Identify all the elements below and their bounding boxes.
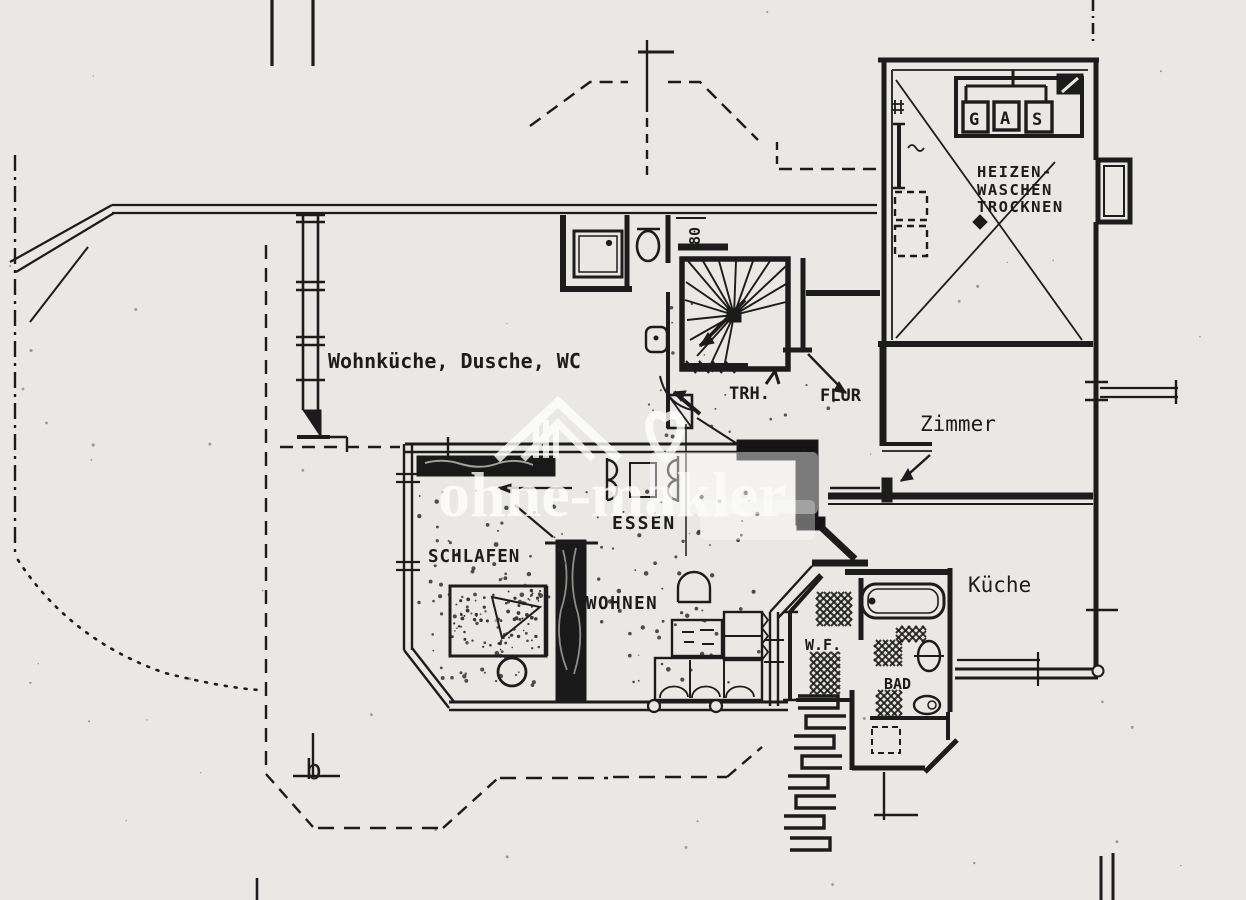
center-mark bbox=[972, 214, 988, 230]
furniture bbox=[448, 456, 770, 702]
armchair bbox=[676, 570, 712, 604]
boundary-lines bbox=[13, 0, 1115, 900]
gas-letter-s: S bbox=[1032, 110, 1042, 130]
room-label-kueche: Küche bbox=[968, 573, 1031, 597]
bathtub bbox=[860, 582, 946, 620]
watermark-house-icon bbox=[493, 395, 623, 463]
toilet-upper bbox=[635, 229, 661, 263]
room-label-wf: W.F. bbox=[805, 636, 841, 654]
room-label-zimmer: Zimmer bbox=[920, 412, 996, 436]
watermark: ohne-makler bbox=[438, 395, 818, 540]
toilet-bad bbox=[912, 694, 942, 716]
sink-upper bbox=[644, 325, 669, 354]
sofa bbox=[653, 610, 770, 702]
dining-set bbox=[605, 456, 680, 502]
exterior-door-box bbox=[1095, 157, 1133, 225]
gas-meter bbox=[954, 70, 1084, 138]
stairwell bbox=[659, 256, 791, 416]
kueche-walls bbox=[947, 568, 1105, 712]
door-arrow bbox=[900, 467, 914, 482]
gas-letter-g: G bbox=[969, 110, 979, 130]
kitchen-counter bbox=[957, 652, 1040, 686]
room-labels: Wohnküche, Dusche, WC HEIZEN- WASCHEN TR… bbox=[328, 109, 1064, 693]
bad-wf-block bbox=[783, 569, 959, 820]
marker-b-glyph: b bbox=[305, 753, 322, 786]
room-label-heizen-2: WASCHEN bbox=[977, 181, 1053, 199]
room-label-heizen-3: TROCKNEN bbox=[977, 198, 1064, 216]
garden-wall bbox=[1100, 386, 1178, 399]
room-diagonals bbox=[895, 79, 1083, 341]
upper-terrace-walls bbox=[9, 203, 877, 452]
room-label-wohnen: WOHNEN bbox=[586, 594, 658, 614]
appliance-dryer bbox=[893, 224, 929, 258]
wardrobe-wohnen bbox=[555, 539, 587, 701]
heavy-wall-essen bbox=[736, 439, 819, 526]
dimension-80: 80 bbox=[686, 227, 704, 245]
stair-treads bbox=[684, 260, 787, 369]
shower-drain bbox=[605, 239, 613, 247]
floor-stipple-texture bbox=[9, 11, 1201, 886]
room-label-flur: FLUR bbox=[820, 386, 862, 406]
room-label-essen: ESSEN bbox=[612, 513, 676, 534]
watermark-text: ohne-makler bbox=[438, 459, 786, 530]
zimmer-walls bbox=[828, 344, 1093, 505]
exterior-stairs bbox=[784, 694, 846, 852]
apartment-walls bbox=[396, 417, 868, 714]
appliance-washer bbox=[893, 190, 929, 222]
room-label-trh: TRH. bbox=[729, 384, 770, 404]
watermark-heart-icon bbox=[645, 411, 685, 462]
room-label-schlafen: SCHLAFEN bbox=[428, 547, 520, 567]
survey-marker-b: b bbox=[293, 733, 340, 786]
room-label-wohnkueche: Wohnküche, Dusche, WC bbox=[328, 349, 581, 373]
flur-walls bbox=[783, 258, 880, 394]
gas-letter-a: A bbox=[1000, 109, 1010, 129]
room-label-heizen-1: HEIZEN- bbox=[977, 163, 1053, 181]
room-label-bad: BAD bbox=[884, 675, 911, 693]
shower-tray bbox=[572, 229, 624, 279]
tile-hatching bbox=[809, 591, 927, 717]
upper-bath-block bbox=[560, 215, 728, 430]
coffee-table bbox=[670, 618, 724, 658]
bedside-stool bbox=[496, 656, 528, 688]
hash-mark bbox=[892, 100, 904, 114]
